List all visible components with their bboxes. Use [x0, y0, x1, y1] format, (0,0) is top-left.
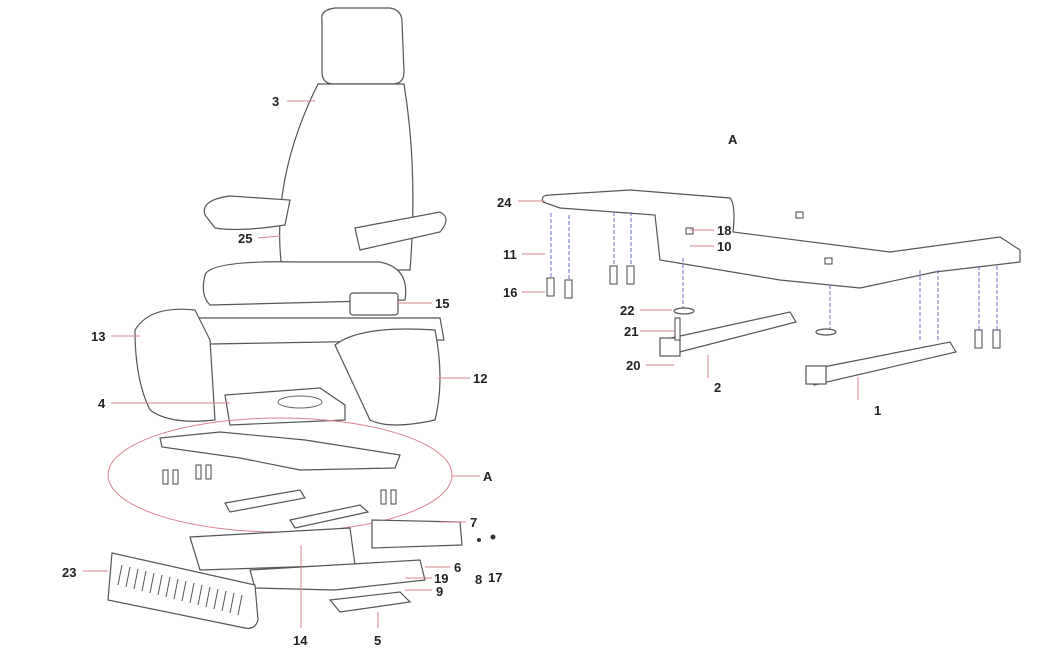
rail-2-end — [659, 337, 681, 357]
detail-a: A — [541, 132, 1021, 386]
callout-17: 17 — [488, 570, 502, 585]
rail-2 — [661, 311, 797, 356]
callout-16: 16 — [503, 285, 517, 300]
bolt-axes — [550, 212, 998, 340]
leader-lines-detail — [518, 200, 859, 400]
callout-6: 6 — [454, 560, 461, 575]
adapter-plate — [541, 189, 1021, 289]
seat-assembly — [107, 7, 496, 629]
callout-labels-main: 3 25 15 13 12 4 A 7 6 8 17 19 9 23 14 5 — [62, 94, 502, 648]
armrest-right — [354, 211, 447, 251]
leader-lines-main — [83, 100, 480, 628]
callout-25: 25 — [238, 231, 252, 246]
callout-10: 10 — [717, 239, 731, 254]
callout-18: 18 — [717, 223, 731, 238]
callout-labels-detail: 24 18 10 11 16 22 21 20 2 1 — [497, 195, 881, 418]
callout-23: 23 — [62, 565, 76, 580]
rail-small-left — [224, 489, 306, 513]
bolts-small — [162, 464, 397, 505]
callout-19: 19 — [434, 571, 448, 586]
stud-21 — [674, 317, 681, 341]
left-side-cover — [134, 308, 216, 422]
callout-A: A — [483, 469, 493, 484]
nut-part — [490, 534, 496, 540]
mount-plate — [328, 591, 412, 613]
spacer — [815, 328, 837, 336]
callout-21: 21 — [624, 324, 638, 339]
detail-ellipse — [107, 417, 453, 533]
rail-1-end — [805, 365, 827, 385]
callout-14: 14 — [293, 633, 308, 648]
callout-8: 8 — [475, 572, 482, 587]
adapter-plate-small — [159, 431, 401, 471]
callout-7: 7 — [470, 515, 477, 530]
callout-3: 3 — [272, 94, 279, 109]
top-plate-hole — [277, 395, 323, 409]
headrest — [321, 7, 405, 85]
spacer-22 — [673, 307, 695, 315]
callout-2: 2 — [714, 380, 721, 395]
rail-small-right — [289, 504, 370, 529]
detail-title: A — [728, 132, 738, 147]
rail-1 — [807, 341, 957, 386]
armrest-left — [203, 195, 291, 231]
callout-5: 5 — [374, 633, 381, 648]
callout-20: 20 — [626, 358, 640, 373]
base-tray — [189, 527, 356, 571]
callout-1: 1 — [874, 403, 881, 418]
callout-9: 9 — [436, 584, 443, 599]
grille-slots — [117, 564, 243, 616]
callout-24: 24 — [497, 195, 512, 210]
callout-12: 12 — [473, 371, 487, 386]
callout-15: 15 — [435, 296, 449, 311]
right-side-cover — [334, 328, 441, 426]
callout-11: 11 — [503, 247, 517, 262]
washer-part — [477, 538, 481, 542]
detail-bolts — [546, 211, 1001, 349]
bracket — [371, 519, 463, 549]
control-box — [349, 292, 399, 316]
callout-4: 4 — [98, 396, 106, 411]
callout-22: 22 — [620, 303, 634, 318]
callout-13: 13 — [91, 329, 105, 344]
